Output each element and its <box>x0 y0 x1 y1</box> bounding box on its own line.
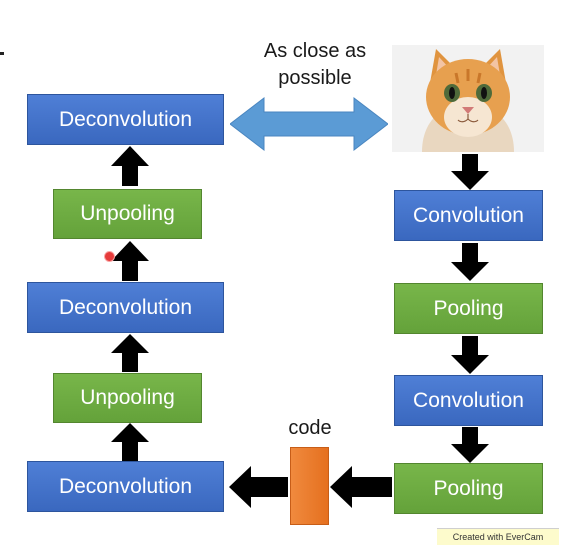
down-arrow-1 <box>451 154 489 190</box>
code-bar <box>290 447 329 525</box>
unpooling-box-top: Unpooling <box>53 189 202 239</box>
pooling-box-bottom: Pooling <box>394 463 543 514</box>
deconvolution-box-middle: Deconvolution <box>27 282 224 333</box>
deconvolution-box-top: Deconvolution <box>27 94 224 145</box>
up-arrow-2 <box>111 241 149 281</box>
up-arrow-4 <box>111 423 149 461</box>
down-arrow-2 <box>451 243 489 281</box>
deconvolution-box-bottom: Deconvolution <box>27 461 224 512</box>
cat-image <box>392 45 544 152</box>
convolution-box-bottom: Convolution <box>394 375 543 426</box>
convolution-box-top: Convolution <box>394 190 543 241</box>
up-arrow-1 <box>111 146 149 186</box>
up-arrow-3 <box>111 334 149 372</box>
unpooling-box-bottom: Unpooling <box>53 373 202 423</box>
left-arrow-to-code <box>330 466 392 508</box>
double-arrow <box>230 96 388 152</box>
pooling-box-top: Pooling <box>394 283 543 334</box>
down-arrow-4 <box>451 427 489 463</box>
watermark: Created with EverCam <box>437 528 559 545</box>
input-image-cat <box>392 45 544 152</box>
close-label: As close as possible <box>263 40 367 89</box>
left-arrow-to-deconvolution <box>229 466 288 508</box>
edge-mark <box>0 52 4 55</box>
code-label: code <box>288 417 332 439</box>
down-arrow-3 <box>451 336 489 374</box>
pointer-dot <box>104 251 115 262</box>
